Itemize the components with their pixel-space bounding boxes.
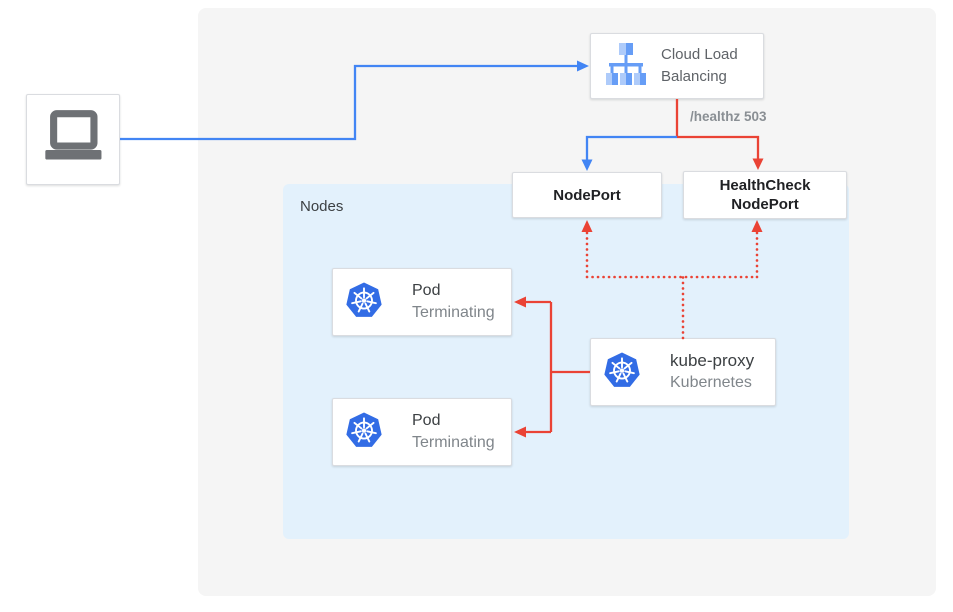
cloud-load-balancing-label: Cloud Load Balancing: [661, 46, 738, 85]
kube-proxy-title: kube-proxy: [670, 351, 755, 370]
kubernetes-icon: [344, 410, 384, 455]
pod-title: Pod: [412, 282, 441, 299]
pod-status: Terminating: [412, 434, 495, 451]
nodeport-node: NodePort: [512, 172, 662, 218]
cloud-load-balancing-icon: [602, 42, 650, 90]
kubernetes-icon: [344, 280, 384, 325]
kube-proxy-subtitle: Kubernetes: [670, 374, 752, 391]
pod-status: Terminating: [412, 304, 495, 321]
cloud-load-balancing-node: Cloud Load Balancing: [590, 33, 764, 99]
pod-terminating-node-2: Pod Terminating: [332, 398, 512, 466]
pod-terminating-node-1: Pod Terminating: [332, 268, 512, 336]
nodes-label: Nodes: [300, 198, 344, 215]
client-node: [26, 94, 120, 185]
kube-proxy-node: kube-proxy Kubernetes: [590, 338, 776, 406]
healthcheck-nodeport-node: HealthCheck NodePort: [683, 171, 847, 219]
pod-title: Pod: [412, 412, 441, 429]
healthcheck-nodeport-label-line2: NodePort: [731, 196, 799, 213]
nodeport-label: NodePort: [553, 186, 621, 204]
healthz-annotation: /healthz 503: [690, 109, 767, 124]
healthcheck-nodeport-label-line1: HealthCheck: [719, 177, 811, 194]
kubernetes-icon: [602, 350, 642, 395]
laptop-icon: [35, 103, 111, 176]
